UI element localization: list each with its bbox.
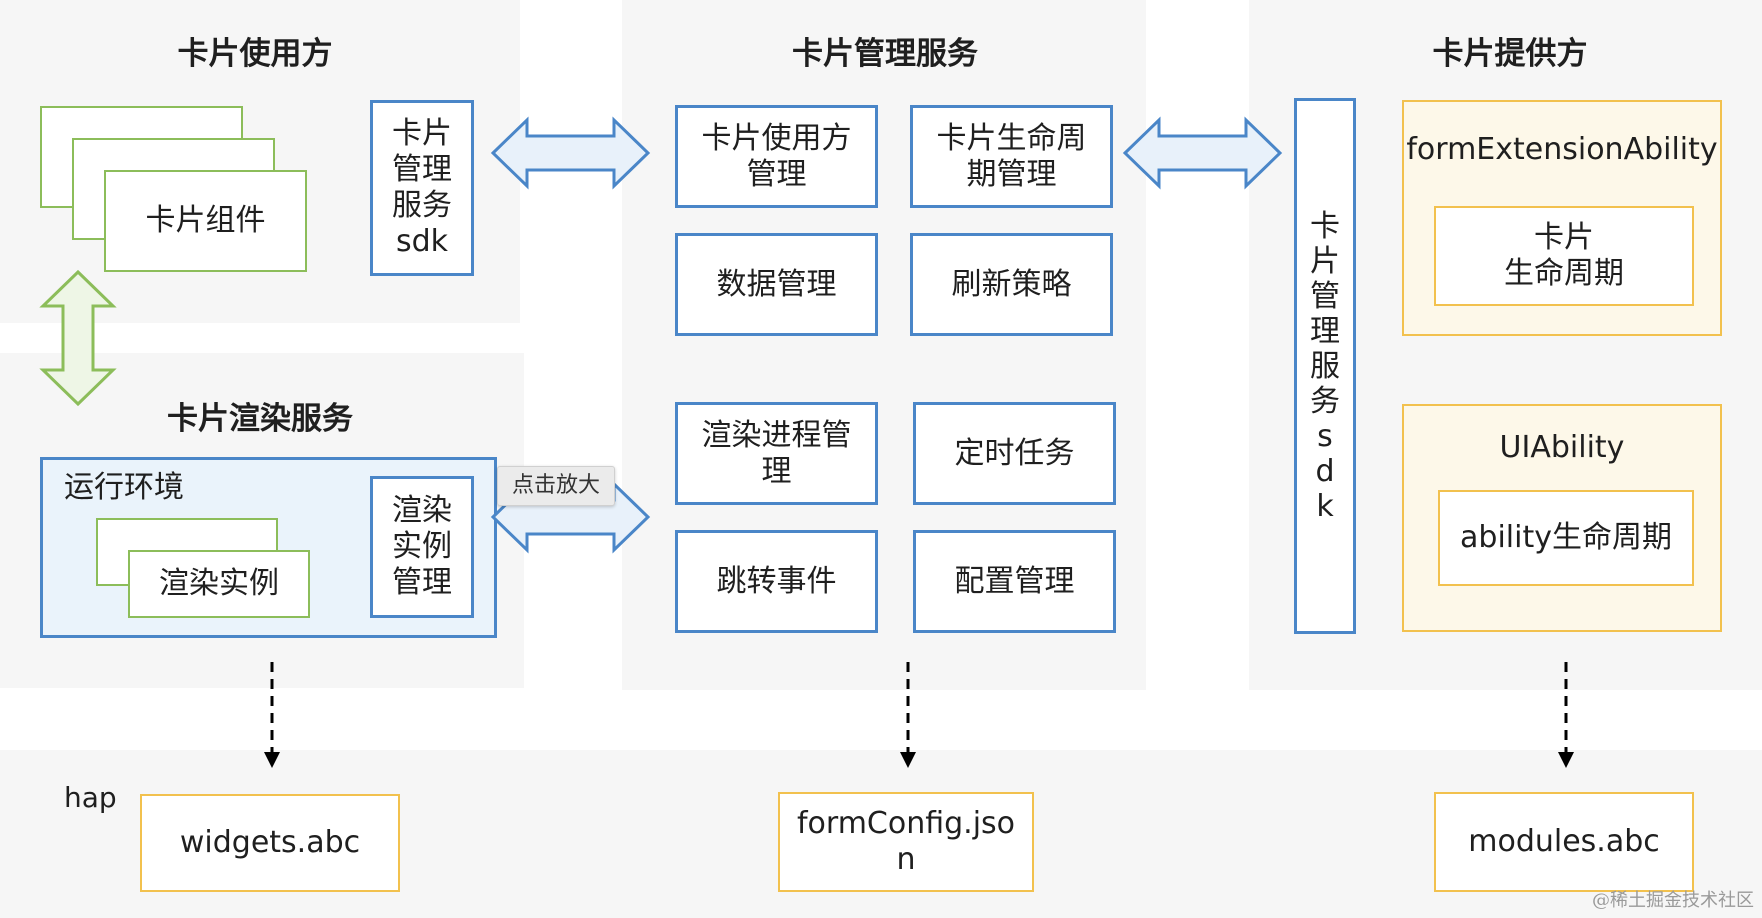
refresh-policy-box: 刷新策略 xyxy=(910,233,1113,336)
card-component: 卡片组件 xyxy=(104,170,307,272)
timer-task-box: 定时任务 xyxy=(913,402,1116,505)
arrow-down-left-icon xyxy=(264,752,280,768)
form-extension-label: formExtensionAbility xyxy=(1406,132,1718,167)
jump-event-box: 跳转事件 xyxy=(675,530,878,633)
double-arrow-vertical-icon xyxy=(39,269,117,407)
provider-sdk-char: 服 xyxy=(1310,348,1340,384)
provider-sdk-char: 片 xyxy=(1310,243,1340,279)
manager-title: 卡片管理服务 xyxy=(792,36,978,72)
config-manage-box: 配置管理 xyxy=(913,530,1116,633)
consumer-title: 卡片使用方 xyxy=(177,36,333,72)
ui-ability-label: UIAbility xyxy=(1499,430,1625,465)
provider-sdk-char: 务 xyxy=(1310,383,1340,419)
render-title: 卡片渲染服务 xyxy=(167,401,353,437)
consumer-manage-box: 卡片使用方 管理 xyxy=(675,105,878,208)
form-lifecycle-box: 卡片 生命周期 xyxy=(1434,206,1694,306)
provider-sdk-char: k xyxy=(1316,488,1334,524)
watermark: @稀土掘金技术社区 xyxy=(1592,890,1754,911)
provider-sdk-char: d xyxy=(1315,453,1335,489)
double-arrow-sdk-manager-icon xyxy=(490,116,651,190)
render-instance-manage: 渲染 实例 管理 xyxy=(370,476,474,618)
runtime-env-label: 运行环境 xyxy=(64,470,184,505)
double-arrow-manager-provider-icon xyxy=(1122,116,1283,190)
modules-abc-box: modules.abc xyxy=(1434,792,1694,892)
arrow-down-center-icon xyxy=(900,752,916,768)
provider-sdk-char: 管 xyxy=(1310,278,1340,314)
ability-lifecycle-box: ability生命周期 xyxy=(1438,490,1694,586)
form-config-box: formConfig.jso n xyxy=(778,792,1034,892)
widgets-abc-box: widgets.abc xyxy=(140,794,400,892)
provider-title: 卡片提供方 xyxy=(1432,36,1588,72)
provider-sdk-char: 卡 xyxy=(1310,208,1340,244)
arrow-down-right-icon xyxy=(1558,752,1574,768)
provider-sdk-char: s xyxy=(1317,418,1333,454)
zoom-tooltip[interactable]: 点击放大 xyxy=(497,466,615,506)
render-process-box: 渲染进程管 理 xyxy=(675,402,878,505)
provider-sdk-char: 理 xyxy=(1310,313,1340,349)
lifecycle-manage-box: 卡片生命周 期管理 xyxy=(910,105,1113,208)
render-instance: 渲染实例 xyxy=(128,550,310,618)
data-manage-box: 数据管理 xyxy=(675,233,878,336)
hap-label: hap xyxy=(64,781,117,814)
consumer-sdk-box: 卡片 管理 服务 sdk xyxy=(370,100,474,276)
